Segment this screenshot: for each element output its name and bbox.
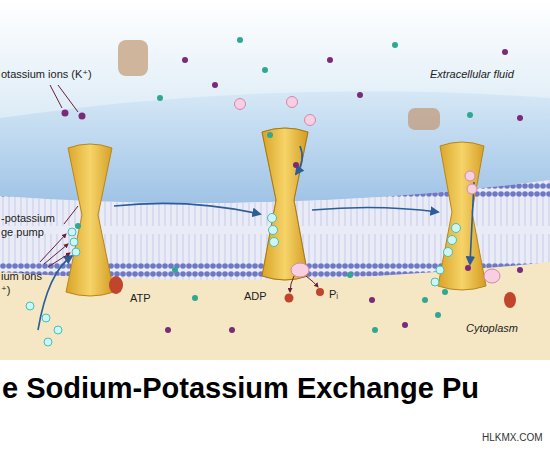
pump-label: -potassium ge pump [1, 212, 63, 240]
watermark: HLKMX.COM [482, 432, 543, 445]
molecule-label: ATP [130, 292, 151, 306]
ion-label: otassium ions (K⁺) [1, 68, 92, 82]
region-label: Extracellular fluid [430, 68, 514, 82]
diagram-title: e Sodium-Potassium Exchange Pu [2, 370, 479, 406]
molecule-label: ADP [244, 290, 267, 304]
ion-label: ium ions ⁺) [1, 270, 47, 298]
region-label: Cytoplasm [466, 322, 518, 336]
molecule-label: Pᵢ [329, 288, 338, 302]
